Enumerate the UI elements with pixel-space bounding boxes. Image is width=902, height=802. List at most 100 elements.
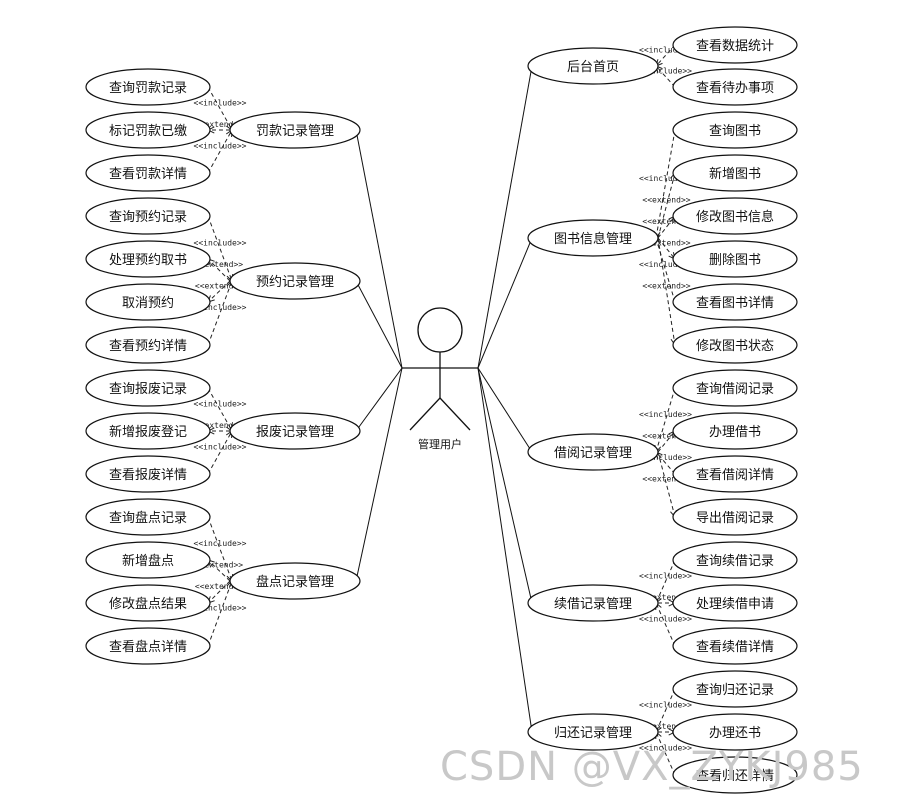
usecase-right-3-2-label: 查看续借详情 (696, 639, 774, 655)
usecase-right-1-2: 修改图书信息 (672, 197, 798, 235)
usecase-right-2-0-label: 查询借阅记录 (696, 382, 774, 397)
dep-right-1-5-line (657, 237, 676, 346)
dep-right-3-2-line (655, 602, 676, 647)
usecase-right-0-1-shape (672, 68, 798, 106)
actor-figure: 管理用户 (402, 307, 478, 451)
usecase-left-2-0: 查询报废记录 (85, 369, 211, 407)
dep-right-0-1-line (655, 65, 676, 88)
dep-right-2-3-stereotype: <<extend>> (642, 475, 690, 484)
usecase-right-2-2: 查看借阅详情 (672, 455, 798, 493)
association-left-1 (355, 280, 403, 369)
usecase-right-2-2-label: 查看借阅详情 (696, 467, 774, 483)
usecase-left-group-1: 预约记录管理 (229, 262, 361, 300)
usecase-left-group-2-shape (229, 412, 361, 450)
dep-right-4-0-line (655, 688, 676, 733)
association-lines (355, 65, 533, 733)
usecase-left-group-0: 罚款记录管理 (229, 111, 361, 149)
dep-left-2-2-line (207, 430, 233, 475)
usecase-left-3-1: 新增盘点 (85, 541, 211, 579)
dep-left-2-2-stereotype: <<include>> (194, 443, 247, 452)
usecase-left-3-0-label: 查询盘点记录 (109, 510, 187, 526)
dep-left-2-0-stereotype: <<include>> (194, 400, 247, 409)
actor-head (417, 307, 463, 353)
usecase-right-1-5: 修改图书状态 (672, 326, 798, 364)
usecase-left-0-1-label: 标记罚款已缴 (109, 124, 187, 139)
usecase-right-2-0-shape (672, 369, 798, 407)
usecase-right-0-0-shape (672, 26, 798, 64)
usecase-left-0-0-shape (85, 68, 211, 106)
usecase-right-0-0: 查看数据统计 (672, 26, 798, 64)
association-left-0 (355, 129, 403, 369)
usecase-left-2-1-shape (85, 412, 211, 450)
usecase-right-group-2-shape (527, 433, 659, 471)
usecase-left-0-1-shape (85, 111, 211, 149)
actor-leg-left (409, 397, 441, 431)
usecase-left-3-3-label: 查看盘点详情 (109, 639, 187, 655)
usecase-right-group-3: 续借记录管理 (527, 584, 659, 622)
usecase-right-1-4: 查看图书详情 (672, 283, 798, 321)
usecase-right-group-0: 后台首页 (527, 47, 659, 85)
dep-left-1-3-line (207, 280, 233, 346)
usecase-right-group-4: 归还记录管理 (527, 713, 659, 751)
usecase-right-2-3-label: 导出借阅记录 (696, 511, 774, 526)
usecase-left-1-3-label: 查看预约详情 (109, 338, 187, 354)
dep-right-3-1-stereotype: <<extend>> (642, 593, 690, 602)
usecase-left-2-0-shape (85, 369, 211, 407)
usecase-left-3-0-shape (85, 498, 211, 536)
dep-right-0-0-stereotype: <<include>> (639, 46, 692, 55)
dep-left-0-2-stereotype: <<include>> (194, 142, 247, 151)
usecase-right-0-1: 查看待办事项 (672, 68, 798, 106)
usecase-right-group-4-label: 归还记录管理 (554, 726, 632, 741)
usecase-right-1-0-label: 查询图书 (709, 124, 761, 139)
dep-right-3-0-stereotype: <<include>> (639, 572, 692, 581)
association-right-0 (477, 65, 533, 369)
dep-right-3-2-stereotype: <<include>> (639, 615, 692, 624)
association-right-4 (477, 367, 533, 733)
dep-left-2-0-line (207, 387, 233, 432)
usecase-left-3-3-shape (85, 627, 211, 665)
usecase-left-1-0-shape (85, 197, 211, 235)
usecase-right-group-2: 借阅记录管理 (527, 433, 659, 471)
usecase-right-3-0: 查询续借记录 (672, 541, 798, 579)
usecase-left-0-1: 标记罚款已缴 (85, 111, 211, 149)
usecase-right-group-1-shape (527, 219, 659, 257)
usecase-right-3-1-label: 处理续借申请 (696, 597, 774, 612)
usecase-right-1-0-shape (672, 111, 798, 149)
usecase-right-1-4-label: 查看图书详情 (696, 295, 774, 311)
usecase-left-3-0: 查询盘点记录 (85, 498, 211, 536)
usecase-right-group-3-shape (527, 584, 659, 622)
usecase-left-1-1-label: 处理预约取书 (109, 253, 187, 268)
dep-right-4-0-stereotype: <<include>> (639, 701, 692, 710)
usecase-right-0-0-label: 查看数据统计 (696, 38, 774, 54)
usecase-right-1-4-shape (672, 283, 798, 321)
usecase-left-group-0-shape (229, 111, 361, 149)
dep-right-2-2-stereotype: <<include>> (639, 453, 692, 462)
usecase-right-4-2: 查看归还详情 (672, 756, 798, 794)
usecase-left-3-2: 修改盘点结果 (85, 584, 211, 622)
usecase-right-group-1: 图书信息管理 (527, 219, 659, 257)
dep-right-4-2-line (655, 731, 676, 776)
usecase-left-1-3-shape (85, 326, 211, 364)
dep-right-1-4-stereotype: <<include>> (639, 260, 692, 269)
usecase-left-1-1-shape (85, 240, 211, 278)
usecase-left-group-2: 报废记录管理 (229, 412, 361, 450)
usecase-left-2-2-shape (85, 455, 211, 493)
usecase-right-1-3: 删除图书 (672, 240, 798, 278)
usecase-left-group-3: 盘点记录管理 (229, 562, 361, 600)
dep-left-1-3-stereotype: <<include>> (194, 303, 247, 312)
usecase-right-2-3: 导出借阅记录 (672, 498, 798, 536)
usecase-right-1-1-label: 新增图书 (709, 166, 761, 182)
usecase-left-1-2-shape (85, 283, 211, 321)
usecase-right-3-1-shape (672, 584, 798, 622)
usecase-right-4-1: 办理还书 (672, 713, 798, 751)
dep-left-3-1-stereotype: <<extend>> (195, 561, 243, 570)
usecase-right-0-1-label: 查看待办事项 (696, 80, 774, 96)
usecase-left-group-1-label: 预约记录管理 (256, 275, 334, 290)
usecase-right-4-0: 查询归还记录 (672, 670, 798, 708)
usecase-right-1-5-label: 修改图书状态 (696, 339, 774, 354)
usecase-right-2-0: 查询借阅记录 (672, 369, 798, 407)
usecase-left-group-3-label: 盘点记录管理 (256, 574, 334, 590)
dep-left-3-3-line (207, 580, 233, 647)
dep-right-2-1-stereotype: <<extend>> (642, 432, 690, 441)
